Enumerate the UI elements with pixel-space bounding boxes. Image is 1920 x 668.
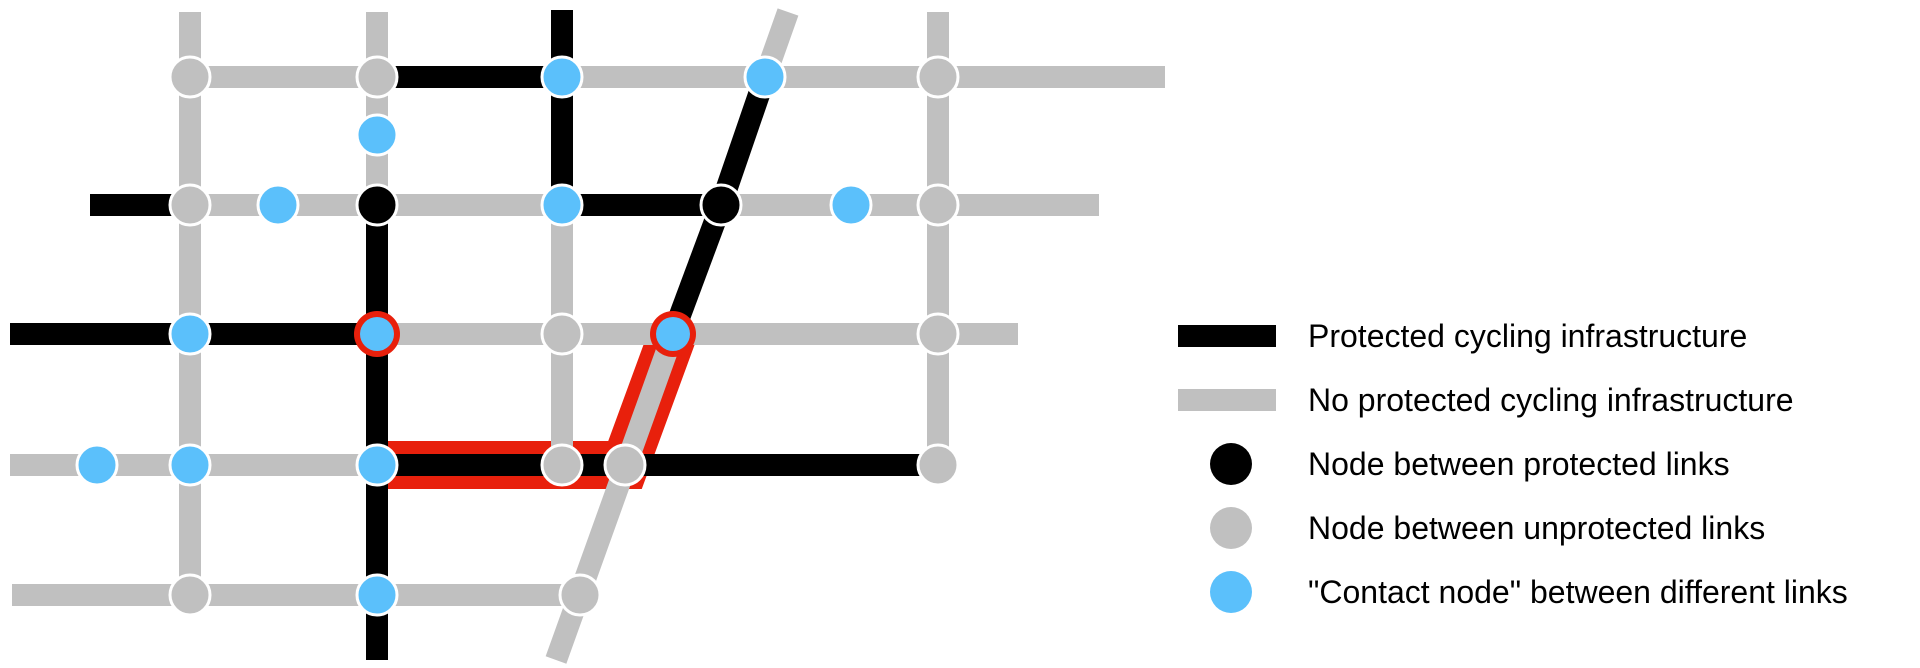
legend-item-protected-node: Node between protected links (1178, 443, 1918, 510)
contact-node (540, 55, 584, 99)
unprotected-node (603, 443, 647, 487)
legend-item-unprotected-node: Node between unprotected links (1178, 507, 1918, 574)
contact-node (540, 183, 584, 227)
protected-node-swatch (1210, 443, 1252, 485)
legend-item-contact-node: "Contact node" between different links (1178, 571, 1918, 638)
protected-node (699, 183, 743, 227)
legend-label: Protected cycling infrastructure (1308, 318, 1748, 354)
unprotected-node (558, 573, 602, 617)
network-nodes-layer (75, 55, 960, 617)
legend-label: No protected cycling infrastructure (1308, 382, 1794, 418)
legend-label: "Contact node" between different links (1308, 574, 1848, 610)
unprotected-node (916, 55, 960, 99)
unprotected-link-swatch (1178, 389, 1276, 411)
legend-label: Node between unprotected links (1308, 510, 1766, 546)
contact-node (355, 443, 399, 487)
unprotected-node (355, 55, 399, 99)
contact-node-swatch (1210, 571, 1252, 613)
unprotected-node (916, 443, 960, 487)
protected-node (355, 183, 399, 227)
contact-node (355, 113, 399, 157)
unprotected-node-swatch (1210, 507, 1252, 549)
cycling-network-diagram (10, 8, 1165, 664)
contact-node (75, 443, 119, 487)
legend-item-unprotected-link: No protected cycling infrastructure (1178, 382, 1918, 446)
contact-node (829, 183, 873, 227)
protected-link-swatch (1178, 325, 1276, 347)
contact-node (656, 317, 690, 351)
legend-label: Node between protected links (1308, 446, 1730, 482)
legend-item-protected-link: Protected cycling infrastructure (1178, 318, 1918, 382)
protected-link (710, 73, 776, 209)
unprotected-node (168, 183, 212, 227)
unprotected-node (540, 312, 584, 356)
unprotected-node (916, 183, 960, 227)
unprotected-node (540, 443, 584, 487)
contact-node (355, 573, 399, 617)
unprotected-node (168, 573, 212, 617)
unprotected-node (916, 312, 960, 356)
legend: Protected cycling infrastructure No prot… (1178, 318, 1918, 638)
contact-node (360, 317, 394, 351)
contact-node (743, 55, 787, 99)
contact-node (256, 183, 300, 227)
unprotected-node (168, 55, 212, 99)
contact-node (168, 443, 212, 487)
contact-node (168, 312, 212, 356)
